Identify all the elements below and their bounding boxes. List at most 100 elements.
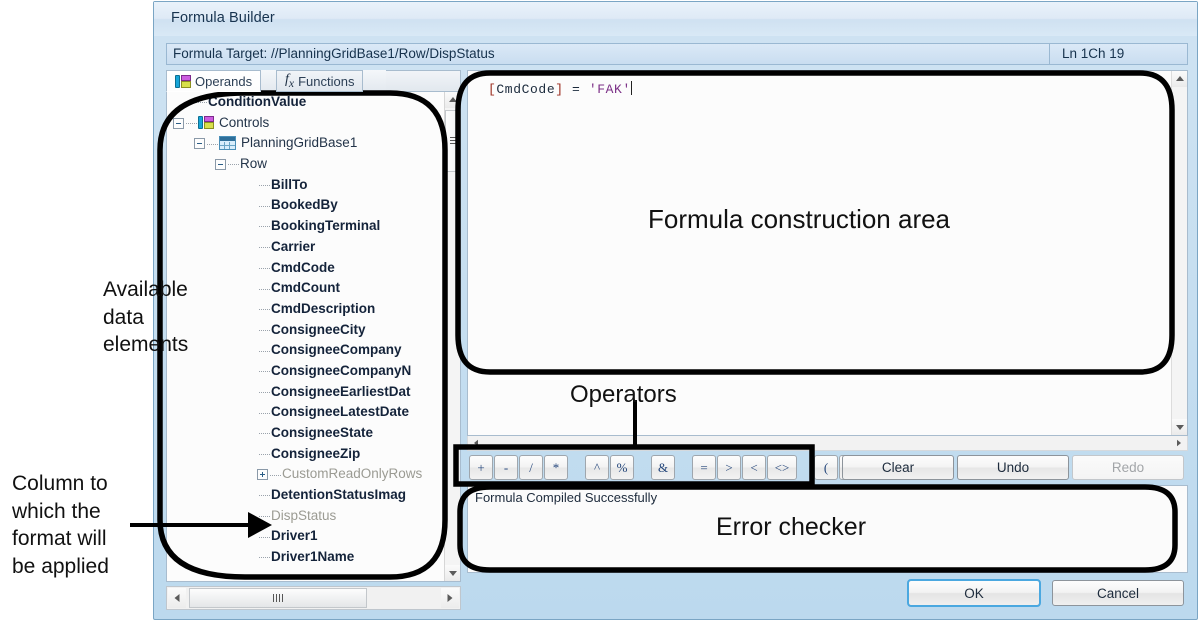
operator-button-not-equal[interactable]: <> bbox=[767, 455, 797, 480]
tree-connector bbox=[259, 495, 270, 497]
tree-item-controls[interactable]: Controls bbox=[167, 113, 444, 134]
tree-item-consigneecity[interactable]: ConsigneeCity bbox=[167, 320, 444, 341]
tab-functions-label: Functions bbox=[298, 73, 355, 89]
anno-line: Available data elements bbox=[103, 278, 189, 357]
tree-item-bookedby[interactable]: BookedBy bbox=[167, 195, 444, 216]
operator-button-equals[interactable]: = bbox=[692, 455, 716, 480]
tree-scrollbar-thumb[interactable] bbox=[445, 110, 460, 172]
operator-button-multiply[interactable]: * bbox=[544, 455, 568, 480]
tree-item-cmddescription[interactable]: CmdDescription bbox=[167, 299, 444, 320]
tree-item-cmdcount[interactable]: CmdCount bbox=[167, 278, 444, 299]
tree-item-consigneecompany[interactable]: ConsigneeCompany bbox=[167, 340, 444, 361]
tree-connector bbox=[259, 288, 270, 291]
tree-item-driver1name[interactable]: Driver1Name bbox=[167, 547, 444, 568]
tree-item-label: ConsigneeLatestDate bbox=[271, 404, 410, 420]
expander-minus-icon[interactable] bbox=[194, 138, 205, 150]
operator-button-plus[interactable]: + bbox=[469, 455, 493, 480]
tree-connector bbox=[207, 143, 218, 146]
annotation-formula-construction-area: Formula construction area bbox=[648, 204, 951, 234]
tree-item-consigneelatestdate[interactable]: ConsigneeLatestDate bbox=[167, 402, 444, 423]
operator-button-minus[interactable]: - bbox=[494, 455, 518, 480]
controls-icon bbox=[198, 115, 214, 129]
tree-item-bookingterminal[interactable]: BookingTerminal bbox=[167, 216, 444, 237]
cancel-button[interactable]: Cancel bbox=[1052, 580, 1184, 606]
compile-status-message: Formula Compiled Successfully bbox=[475, 490, 658, 505]
tree-item-planninggridbase1[interactable]: PlanningGridBase1 bbox=[167, 133, 444, 154]
tree-connector bbox=[270, 474, 281, 477]
tab-operands[interactable]: Operands bbox=[166, 70, 262, 92]
operator-button-label: = bbox=[700, 459, 708, 475]
formula-token-string: 'FAK' bbox=[588, 82, 631, 97]
anno-line: Column to which the format will be appli… bbox=[12, 472, 109, 579]
scroll-down-arrow-icon[interactable] bbox=[445, 565, 460, 581]
tree-item-dispstatus[interactable]: DispStatus bbox=[167, 506, 444, 527]
tree-item-driver1[interactable]: Driver1 bbox=[167, 526, 444, 547]
tree-connector bbox=[259, 226, 270, 228]
tree-connector bbox=[259, 205, 270, 208]
tree-item-label: Row bbox=[240, 156, 268, 172]
redo-button-label: Redo bbox=[1111, 460, 1145, 475]
operator-button-open-paren[interactable]: ( bbox=[814, 455, 838, 480]
editor-scroll-down-arrow-icon[interactable] bbox=[1172, 419, 1187, 435]
tree-item-label: Driver1Name bbox=[271, 549, 355, 565]
tab-functions[interactable]: fx Functions bbox=[276, 70, 364, 92]
annotation-error-checker: Error checker bbox=[716, 513, 867, 541]
tree-connector bbox=[196, 102, 207, 104]
tree-horizontal-scrollbar[interactable] bbox=[166, 586, 461, 610]
tree-connector bbox=[228, 164, 239, 166]
tree-item-cmdcode[interactable]: CmdCode bbox=[167, 258, 444, 279]
tree-item-consigneestate[interactable]: ConsigneeState bbox=[167, 423, 444, 444]
tree-item-label: BookingTerminal bbox=[271, 218, 381, 234]
undo-button[interactable]: Undo bbox=[957, 455, 1069, 480]
tree-item-label: ConsigneeCity bbox=[271, 321, 366, 337]
operator-button-percent[interactable]: % bbox=[610, 455, 634, 480]
tree-connector bbox=[259, 309, 270, 311]
clear-button-label: Clear bbox=[881, 460, 915, 475]
scroll-up-arrow-icon[interactable] bbox=[445, 92, 460, 108]
clear-button[interactable]: Clear bbox=[842, 455, 954, 480]
operator-button-label: ^ bbox=[593, 459, 601, 475]
text-caret bbox=[630, 81, 632, 95]
scroll-left-arrow-icon[interactable] bbox=[168, 588, 186, 608]
tree-item-consigneeearliestdat[interactable]: ConsigneeEarliestDat bbox=[167, 382, 444, 403]
formula-token-identifier: CmdCode bbox=[496, 82, 556, 97]
tree-item-label: CmdDescription bbox=[271, 300, 376, 316]
operator-button-ampersand[interactable]: & bbox=[651, 455, 675, 480]
formula-target-label: Formula Target: //PlanningGridBase1/Row/… bbox=[173, 46, 495, 61]
window-title: Formula Builder bbox=[171, 10, 275, 26]
expander-plus-icon[interactable] bbox=[257, 469, 268, 481]
operator-button-divide[interactable]: / bbox=[519, 455, 543, 480]
editor-scroll-left-arrow-icon[interactable] bbox=[469, 436, 483, 449]
formula-token-operator: = bbox=[563, 82, 589, 97]
scroll-right-arrow-icon[interactable] bbox=[441, 588, 459, 608]
tree-item-row[interactable]: Row bbox=[167, 154, 444, 175]
tree-connector bbox=[259, 412, 270, 415]
tree-connector bbox=[259, 185, 270, 187]
tree-connector bbox=[259, 247, 270, 249]
operator-button-greater-than[interactable]: > bbox=[717, 455, 741, 480]
tree-item-consigneezip[interactable]: ConsigneeZip bbox=[167, 444, 444, 465]
tree-item-conditionvalue[interactable]: ConditionValue bbox=[167, 92, 444, 113]
editor-vertical-scrollbar[interactable] bbox=[1171, 71, 1187, 435]
expander-minus-icon[interactable] bbox=[215, 159, 226, 171]
editor-horizontal-scrollbar[interactable] bbox=[467, 436, 1188, 451]
operator-button-label: * bbox=[552, 459, 560, 475]
formula-builder-window: Formula Builder Formula Target: //Planni… bbox=[153, 1, 1198, 620]
tree-item-carrier[interactable]: Carrier bbox=[167, 237, 444, 258]
tree-item-label: BillTo bbox=[271, 176, 308, 192]
tree-connector bbox=[259, 391, 270, 394]
tree-item-billto[interactable]: BillTo bbox=[167, 175, 444, 196]
operator-button-less-than[interactable]: < bbox=[742, 455, 766, 480]
tree-item-detentionstatusimag[interactable]: DetentionStatusImag bbox=[167, 485, 444, 506]
tree-item-customreadonlyrows[interactable]: CustomReadOnlyRows bbox=[167, 464, 444, 485]
editor-scroll-up-arrow-icon[interactable] bbox=[1172, 71, 1187, 87]
ok-button[interactable]: OK bbox=[907, 579, 1041, 607]
editor-scroll-right-arrow-icon[interactable] bbox=[1172, 436, 1186, 449]
tree-hscrollbar-thumb[interactable] bbox=[189, 588, 367, 608]
operator-button-power[interactable]: ^ bbox=[585, 455, 609, 480]
tree-vertical-scrollbar[interactable] bbox=[444, 92, 460, 581]
tree-item-consigneecompanyn[interactable]: ConsigneeCompanyN bbox=[167, 361, 444, 382]
expander-minus-icon[interactable] bbox=[173, 117, 184, 129]
